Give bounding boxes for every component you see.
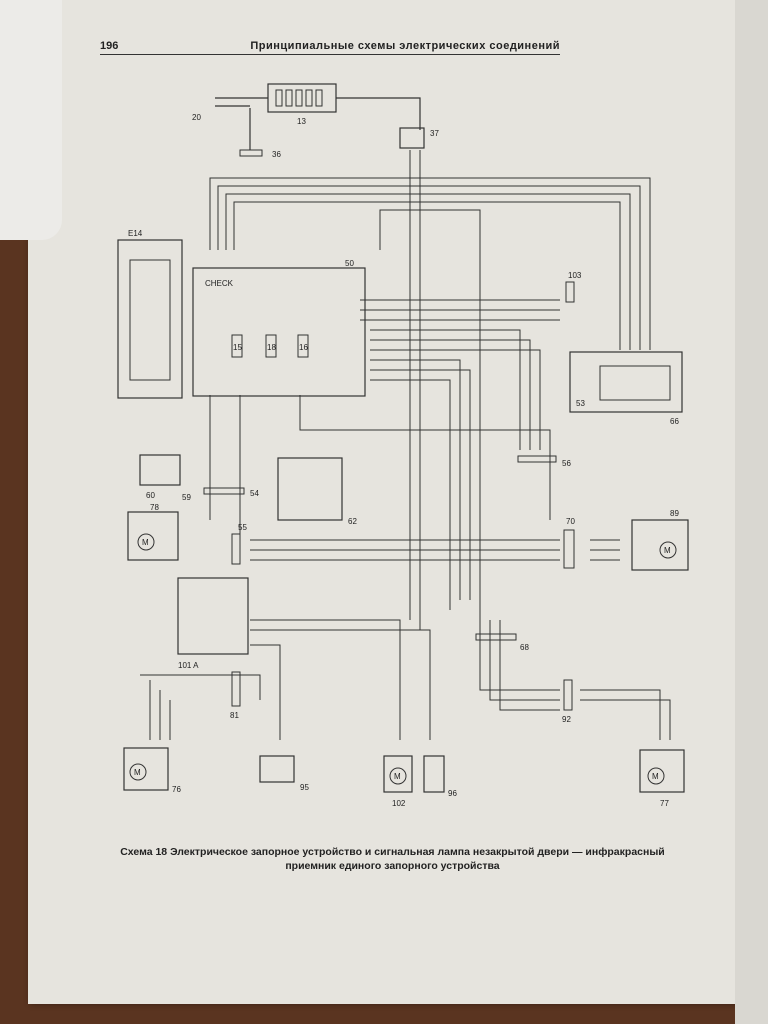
component-E14 (117, 239, 183, 399)
component-76 (123, 747, 169, 791)
page-header: 196 Принципиальные схемы электрических с… (100, 38, 560, 55)
label-62: 62 (348, 517, 357, 526)
component-89 (631, 519, 689, 571)
check-label: CHECK (205, 279, 234, 288)
motor-symbol: M (394, 772, 401, 781)
component-70 (563, 529, 575, 569)
component-95 (259, 755, 295, 783)
component-77 (639, 749, 685, 793)
label-77: 77 (660, 799, 669, 808)
fuse-15 (231, 334, 243, 358)
caption-line-2: приемник единого запорного устройства (285, 860, 500, 872)
label-96: 96 (448, 789, 457, 798)
component-50 (192, 267, 366, 397)
component-102 (383, 755, 413, 793)
label-89: 89 (670, 509, 679, 518)
motor-symbol: M (134, 768, 141, 777)
component-101A (177, 577, 249, 655)
label-53: 53 (576, 399, 585, 408)
label-78: 78 (150, 503, 159, 512)
label-54: 54 (250, 489, 259, 498)
book-page (28, 0, 740, 1004)
fuse-label-16: 16 (299, 343, 308, 352)
label-92: 92 (562, 715, 571, 724)
label-70: 70 (566, 517, 575, 526)
figure-caption: Схема 18 Электрическое запорное устройст… (85, 845, 700, 873)
label-13: 13 (297, 117, 306, 126)
component-56 (517, 455, 557, 463)
fuse-label-18: 18 (267, 343, 276, 352)
label-102: 102 (392, 799, 406, 808)
component-36 (239, 149, 263, 157)
label-68: 68 (520, 643, 529, 652)
component-68 (475, 633, 517, 641)
component-55 (231, 533, 241, 565)
label-36: 36 (272, 150, 281, 159)
page-title: Принципиальные схемы электрических соеди… (250, 40, 560, 52)
motor-icon (389, 767, 407, 785)
switch-block (129, 259, 171, 381)
component-92 (563, 679, 573, 711)
motor-symbol: M (664, 546, 671, 555)
adjacent-page (735, 0, 768, 1024)
fuse-16 (297, 334, 309, 358)
label-95: 95 (300, 783, 309, 792)
label-20: 20 (192, 113, 201, 122)
component-53 (599, 365, 671, 401)
label-60: 60 (146, 491, 155, 500)
wire-bundle (140, 150, 671, 740)
component-96 (423, 755, 445, 793)
label-55: 55 (238, 523, 247, 532)
white-object (0, 0, 62, 240)
motor-icon (647, 767, 665, 785)
component-81 (231, 671, 241, 707)
label-50: 50 (345, 259, 354, 268)
component-60 (139, 454, 181, 486)
label-37: 37 (430, 129, 439, 138)
label-66: 66 (670, 417, 679, 426)
page-number: 196 (100, 40, 119, 52)
component-78 (127, 511, 179, 561)
motor-icon (659, 541, 677, 559)
label-76: 76 (172, 785, 181, 794)
label-103: 103 (568, 271, 582, 280)
component-66 (569, 351, 683, 413)
component-37 (399, 127, 425, 149)
battery-cells (275, 89, 323, 107)
label-101A: 101 A (178, 661, 199, 670)
motor-symbol: M (142, 538, 149, 547)
label-59: 59 (182, 493, 191, 502)
component-54 (203, 487, 245, 495)
fuse-label-15: 15 (233, 343, 242, 352)
fuse-18 (265, 334, 277, 358)
wire (215, 97, 421, 150)
component-103 (565, 281, 575, 303)
motor-symbol: M (652, 772, 659, 781)
caption-line-1: Схема 18 Электрическое запорное устройст… (120, 846, 665, 858)
motor-icon (129, 763, 147, 781)
label-E14: E14 (128, 229, 143, 238)
label-56: 56 (562, 459, 571, 468)
label-81: 81 (230, 711, 239, 720)
motor-icon (137, 533, 155, 551)
component-62 (277, 457, 343, 521)
